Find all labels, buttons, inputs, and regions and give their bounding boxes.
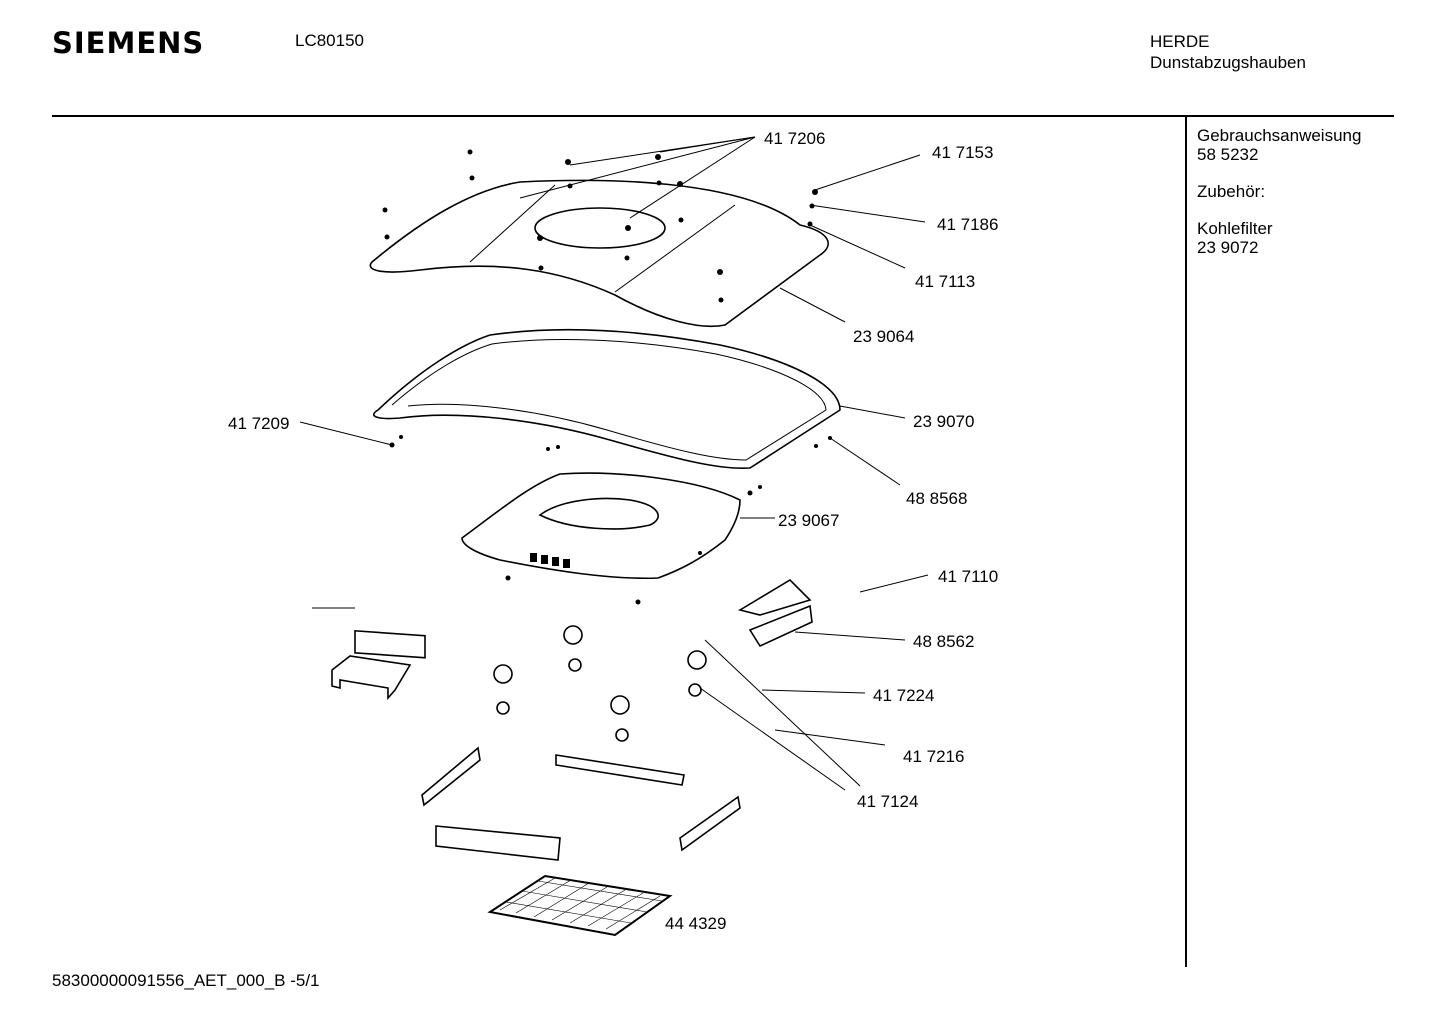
part-label: 41 7224 <box>873 686 935 705</box>
sidebar-divider <box>1185 117 1187 967</box>
lower-housing <box>461 472 741 580</box>
part-label: 41 7209 <box>228 414 290 433</box>
switch-box <box>354 629 426 659</box>
accessories-label: Zubehör: <box>1197 182 1266 201</box>
top-plate <box>369 179 829 328</box>
lamp-box <box>748 604 813 648</box>
part-label: 48 8562 <box>913 632 975 651</box>
part-label: 23 9070 <box>913 412 975 431</box>
document-id: 58300000091556_AET_000_B -5/1 <box>52 971 320 990</box>
manual-number: 58 5232 <box>1197 145 1259 164</box>
part-label: 48 8568 <box>906 489 968 508</box>
filter-number: 23 9072 <box>1197 238 1259 257</box>
filter-label: Kohlefilter <box>1197 219 1273 238</box>
strip-2 <box>555 754 685 786</box>
holder-right <box>737 578 812 616</box>
brand-logo: SIEMENS <box>52 26 205 60</box>
part-label: 41 7153 <box>932 143 994 162</box>
manual-block: Gebrauchsanweisung 58 5232 <box>1197 126 1361 164</box>
grease-filter <box>487 874 673 937</box>
top-plate-opening <box>534 207 666 249</box>
category-line-1: HERDE <box>1150 32 1210 51</box>
filter-block: Kohlefilter 23 9072 <box>1197 219 1361 257</box>
strip-1 <box>421 746 481 807</box>
header-rule <box>52 115 1394 117</box>
left-bracket <box>331 655 412 701</box>
part-label: 41 7110 <box>938 567 999 586</box>
sidebar: Gebrauchsanweisung 58 5232 Zubehör: Kohl… <box>1197 126 1361 275</box>
model-number: LC80150 <box>295 31 365 50</box>
manual-label: Gebrauchsanweisung <box>1197 126 1362 145</box>
seal-frame <box>373 329 841 470</box>
part-label: 41 7186 <box>937 215 999 234</box>
part-label: 23 9064 <box>853 327 915 346</box>
bracket-2 <box>435 825 561 861</box>
part-label: 23 9067 <box>778 511 840 530</box>
strip-3 <box>679 795 741 852</box>
category-line-2: Dunstabzugshauben <box>1150 53 1306 72</box>
part-label: 41 7206 <box>764 129 826 148</box>
part-label: 44 4329 <box>665 914 727 933</box>
part-label: 41 7124 <box>857 792 919 811</box>
category: HERDE Dunstabzugshauben <box>1150 31 1306 73</box>
part-label: 41 7216 <box>903 747 965 766</box>
part-label: 41 7113 <box>915 272 976 291</box>
